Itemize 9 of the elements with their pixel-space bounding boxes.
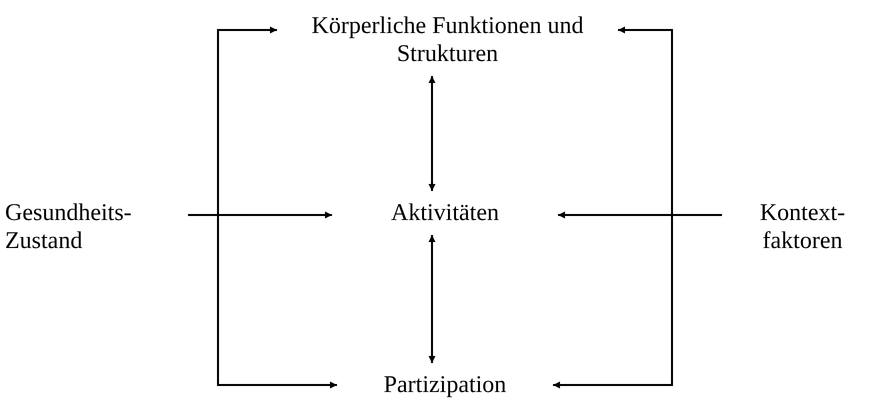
node-label: Gesundheits- Zustand	[5, 199, 180, 255]
arrow	[428, 76, 436, 191]
node-label: Körperliche Funktionen und Strukturen	[285, 12, 610, 68]
arrow	[553, 214, 722, 388]
node-label: Kontext- faktoren	[730, 199, 875, 255]
node-label: Partizipation	[345, 371, 545, 399]
arrow	[188, 214, 337, 388]
arrow	[428, 235, 436, 363]
node-label: Aktivitäten	[340, 199, 550, 227]
